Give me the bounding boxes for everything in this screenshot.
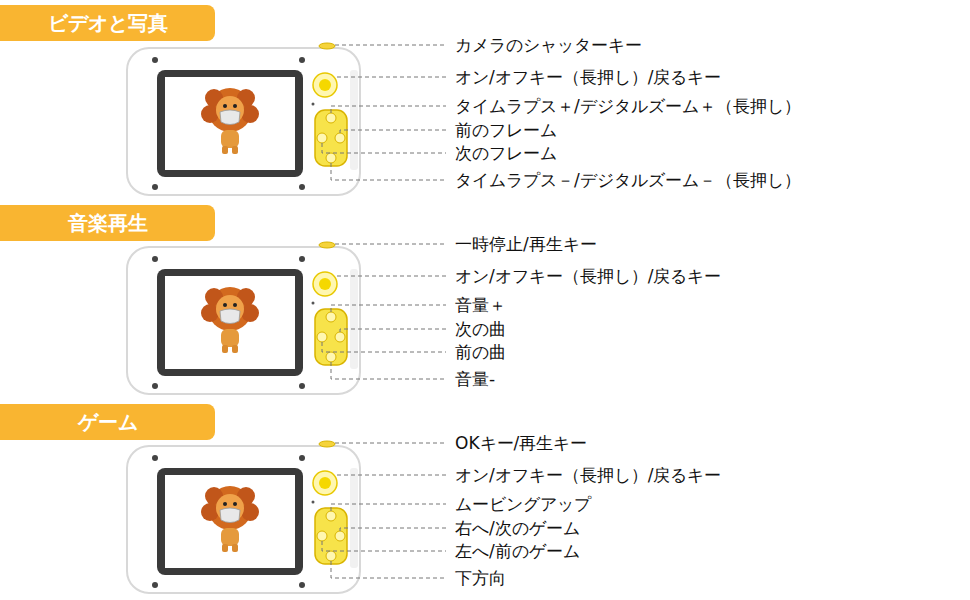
camera-drawing [127, 242, 446, 394]
callout-label: オン/オフキー（長押し）/戻るキー [455, 66, 721, 88]
section-banner: ビデオと写真 [0, 5, 215, 41]
section-heading: 音楽再生 [68, 211, 148, 235]
section-banner: ゲーム [0, 404, 215, 440]
callout-label: タイムラプス－/デジタルズーム－（長押し） [455, 169, 801, 191]
callout-label: 右へ/次のゲーム [455, 517, 580, 539]
callout-label: OKキー/再生キー [455, 432, 587, 454]
callout-label: 次のフレーム [455, 142, 557, 164]
camera-drawing [127, 43, 446, 195]
callout-label: 音量- [455, 368, 495, 390]
callout-label: 前の曲 [455, 341, 506, 363]
callout-label: ムービングアップ [455, 493, 591, 515]
camera-drawing [127, 441, 446, 593]
callout-label: 下方向 [455, 567, 506, 589]
section-heading: ゲーム [78, 410, 138, 434]
callout-label: 前のフレーム [455, 119, 557, 141]
callout-label: タイムラプス＋/デジタルズーム＋（長押し） [455, 95, 801, 117]
callout-label: オン/オフキー（長押し）/戻るキー [455, 464, 721, 486]
callout-label: 左へ/前のゲーム [455, 540, 580, 562]
callout-label: カメラのシャッターキー [455, 34, 642, 56]
section-banner: 音楽再生 [0, 205, 215, 241]
callout-label: オン/オフキー（長押し）/戻るキー [455, 265, 721, 287]
callout-label: 一時停止/再生キー [455, 233, 597, 255]
callout-label: 音量＋ [455, 294, 506, 316]
section-heading: ビデオと写真 [48, 11, 168, 35]
callout-label: 次の曲 [455, 318, 506, 340]
